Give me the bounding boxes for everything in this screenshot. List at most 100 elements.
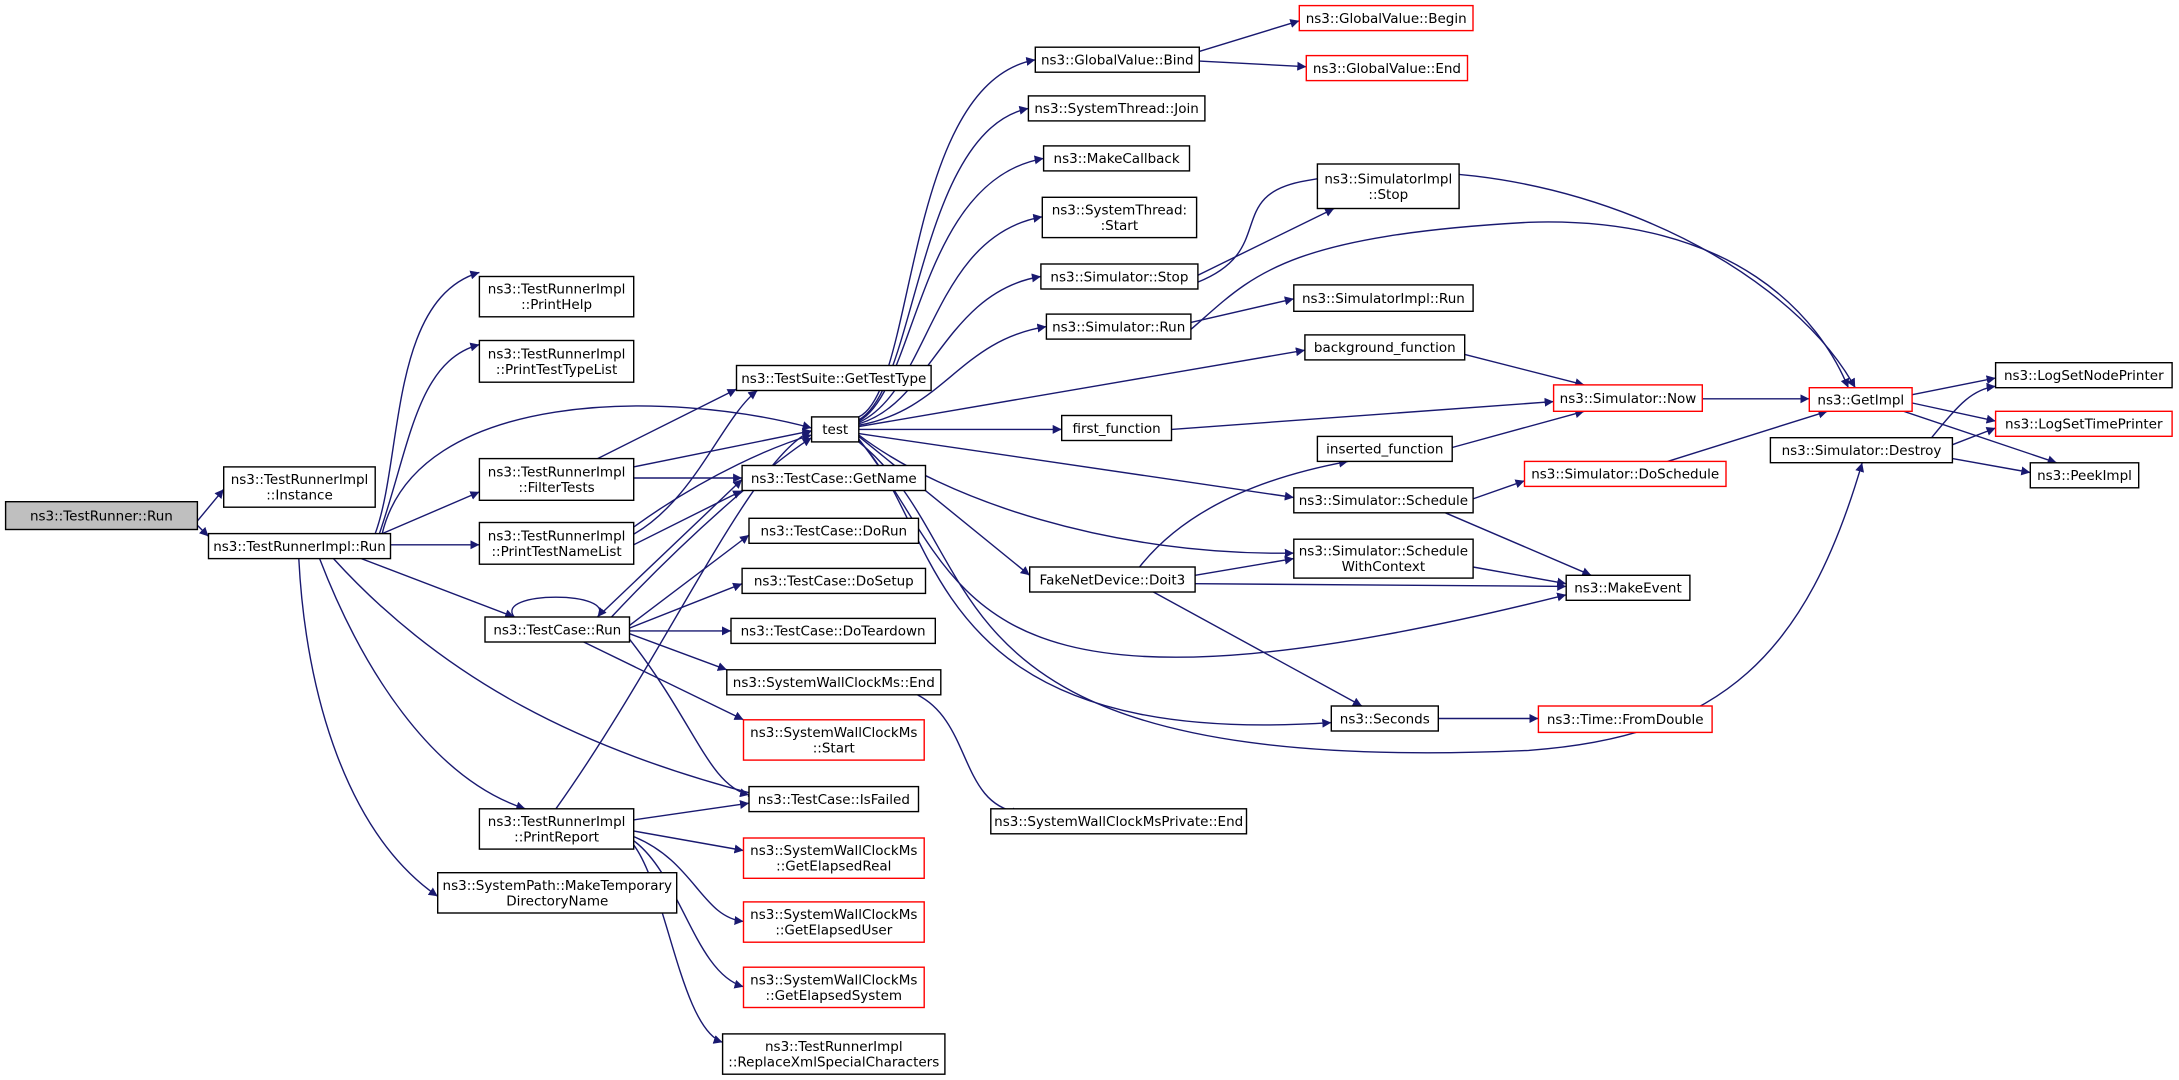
node-label: ns3::MakeEvent <box>1574 581 1682 597</box>
node-inserted-function[interactable]: inserted_function <box>1316 435 1453 463</box>
node-box <box>721 1033 946 1075</box>
edge-sim_schedule-to-make_event <box>1445 512 1592 576</box>
node-peek-impl[interactable]: ns3::PeekImpl <box>2029 462 2140 489</box>
node-box <box>1293 538 1474 579</box>
node-label: ns3::SystemWallClockMsPrivate::End <box>994 814 1243 830</box>
node-label: ns3::Simulator::Schedule <box>1299 544 1468 560</box>
edge-doit3-to-schedule_ctx <box>1194 555 1294 576</box>
node-label: ns3::SystemThread::Join <box>1034 101 1198 117</box>
node-box <box>748 785 920 813</box>
node-label: WithContext <box>1342 559 1426 575</box>
node-elapsed-real[interactable]: ns3::SystemWallClockMs::GetElapsedReal <box>742 837 925 879</box>
node-box <box>1298 4 1474 32</box>
node-make-event[interactable]: ns3::MakeEvent <box>1565 574 1691 601</box>
node-get-test-type[interactable]: ns3::TestSuite::GetTestType <box>735 364 932 392</box>
edge-impl_run-to-is_failed <box>332 558 758 798</box>
node-sim-now[interactable]: ns3::Simulator::Now <box>1552 384 1703 412</box>
node-label: ns3::SystemWallClockMs <box>750 907 917 923</box>
node-do-run[interactable]: ns3::TestCase::DoRun <box>748 517 920 544</box>
node-box <box>730 617 937 645</box>
node-get-impl[interactable]: ns3::GetImpl <box>1808 387 1913 413</box>
node-gv-begin[interactable]: ns3::GlobalValue::Begin <box>1298 4 1474 32</box>
node-gv-bind[interactable]: ns3::GlobalValue::Bind <box>1034 46 1201 73</box>
node-box <box>207 532 392 560</box>
edge-test-to-sim_stop <box>858 273 1042 425</box>
node-replace-xml[interactable]: ns3::TestRunnerImpl::ReplaceXmlSpecialCh… <box>721 1033 946 1075</box>
node-label: ::PrintTestTypeList <box>496 362 617 378</box>
node-print-report[interactable]: ns3::TestRunnerImpl::PrintReport <box>478 808 635 850</box>
edge-swc_end-to-swcp_end <box>916 694 1022 817</box>
edge-sim_run-to-get_impl <box>1190 221 1850 388</box>
node-label: ::Stop <box>1368 187 1408 203</box>
node-label: ::Start <box>813 741 855 757</box>
edge-impl_run-to-print_help <box>374 270 480 534</box>
node-test[interactable]: test <box>810 416 860 443</box>
node-do-schedule[interactable]: ns3::Simulator::DoSchedule <box>1523 460 1727 488</box>
node-box <box>1293 487 1474 514</box>
node-do-teardown[interactable]: ns3::TestCase::DoTeardown <box>730 617 937 645</box>
node-sim-destroy[interactable]: ns3::Simulator::Destroy <box>1769 437 1954 464</box>
node-label: ns3::TestRunnerImpl <box>765 1039 903 1055</box>
node-make-temp-dir[interactable]: ns3::SystemPath::MakeTemporaryDirectoryN… <box>437 872 678 914</box>
edge-first_function-to-sim_now <box>1171 397 1554 431</box>
node-is-failed[interactable]: ns3::TestCase::IsFailed <box>748 785 920 813</box>
node-label: ::PrintReport <box>514 830 599 846</box>
node-log-node-printer[interactable]: ns3::LogSetNodePrinter <box>1994 362 2173 389</box>
edge-sim_stop-to-get_impl <box>1197 171 1856 389</box>
node-box <box>1552 384 1703 412</box>
node-get-name[interactable]: ns3::TestCase::GetName <box>741 464 927 492</box>
node-print-help[interactable]: ns3::TestRunnerImpl::PrintHelp <box>478 275 635 318</box>
node-log-time-printer[interactable]: ns3::LogSetTimePrinter <box>1994 410 2173 437</box>
edge-doit3-to-seconds <box>1153 591 1363 707</box>
node-swc-start[interactable]: ns3::SystemWallClockMs::Start <box>742 719 925 761</box>
node-from-double[interactable]: ns3::Time::FromDouble <box>1537 705 1713 734</box>
node-make-callback[interactable]: ns3::MakeCallback <box>1042 145 1191 172</box>
node-tc-run[interactable]: ns3::TestCase::Run <box>484 616 631 643</box>
node-box <box>478 339 635 383</box>
node-box <box>1537 705 1713 734</box>
node-seconds[interactable]: ns3::Seconds <box>1330 705 1440 732</box>
edge-print_report-to-elapsed_system <box>633 840 744 989</box>
node-simimpl-stop[interactable]: ns3::SimulatorImpl::Stop <box>1316 163 1460 210</box>
edge-tc_run-to-test <box>610 437 812 618</box>
node-label: ::PrintHelp <box>521 297 592 313</box>
node-sim-run[interactable]: ns3::Simulator::Run <box>1045 313 1192 340</box>
node-swcp-end[interactable]: ns3::SystemWallClockMsPrivate::End <box>990 808 1248 835</box>
node-instance[interactable]: ns3::TestRunnerImpl::Instance <box>222 466 376 508</box>
node-gv-end[interactable]: ns3::GlobalValue::End <box>1305 54 1469 82</box>
node-label: ns3::SimulatorImpl <box>1324 171 1452 187</box>
node-label: ns3::LogSetTimePrinter <box>2005 417 2163 433</box>
node-box <box>1994 362 2173 389</box>
node-label: test <box>822 422 848 438</box>
node-root[interactable]: ns3::TestRunner::Run <box>4 501 199 531</box>
node-bg-function[interactable]: background_function <box>1304 334 1466 361</box>
node-box <box>1304 334 1466 361</box>
node-label: ns3::SystemWallClockMs <box>750 843 917 859</box>
node-label: ns3::TestCase::GetName <box>751 471 917 487</box>
node-do-setup[interactable]: ns3::TestCase::DoSetup <box>741 567 927 595</box>
node-box <box>2029 462 2140 489</box>
node-print-name-list[interactable]: ns3::TestRunnerImpl::PrintTestNameList <box>478 521 635 565</box>
node-box <box>742 719 925 761</box>
node-sim-stop[interactable]: ns3::Simulator::Stop <box>1040 263 1199 290</box>
node-impl-run[interactable]: ns3::TestRunnerImpl::Run <box>207 532 392 560</box>
node-sim-schedule[interactable]: ns3::Simulator::Schedule <box>1293 487 1474 514</box>
node-label: ns3::TestCase::DoSetup <box>754 574 914 590</box>
edge-test-to-doit3 <box>858 435 1031 576</box>
node-box <box>1040 263 1199 290</box>
node-thread-join[interactable]: ns3::SystemThread::Join <box>1027 95 1206 122</box>
node-box <box>1565 574 1691 601</box>
node-simimpl-run[interactable]: ns3::SimulatorImpl::Run <box>1293 284 1474 312</box>
node-elapsed-user[interactable]: ns3::SystemWallClockMs::GetElapsedUser <box>742 901 925 943</box>
node-elapsed-system[interactable]: ns3::SystemWallClockMs::GetElapsedSystem <box>742 966 925 1009</box>
node-swc-end[interactable]: ns3::SystemWallClockMs::End <box>726 669 942 696</box>
node-doit3[interactable]: FakeNetDevice::Doit3 <box>1028 566 1196 593</box>
edge-filter_tests-to-get_test_type <box>597 388 737 460</box>
node-thread-start[interactable]: ns3::SystemThread::Start <box>1041 196 1198 239</box>
node-first-function[interactable]: first_function <box>1060 414 1173 442</box>
edge-doit3-to-make_event <box>1195 581 1567 591</box>
node-filter-tests[interactable]: ns3::TestRunnerImpl::FilterTests <box>478 457 635 502</box>
node-print-type-list[interactable]: ns3::TestRunnerImpl::PrintTestTypeList <box>478 339 635 383</box>
node-label: first_function <box>1072 421 1160 437</box>
